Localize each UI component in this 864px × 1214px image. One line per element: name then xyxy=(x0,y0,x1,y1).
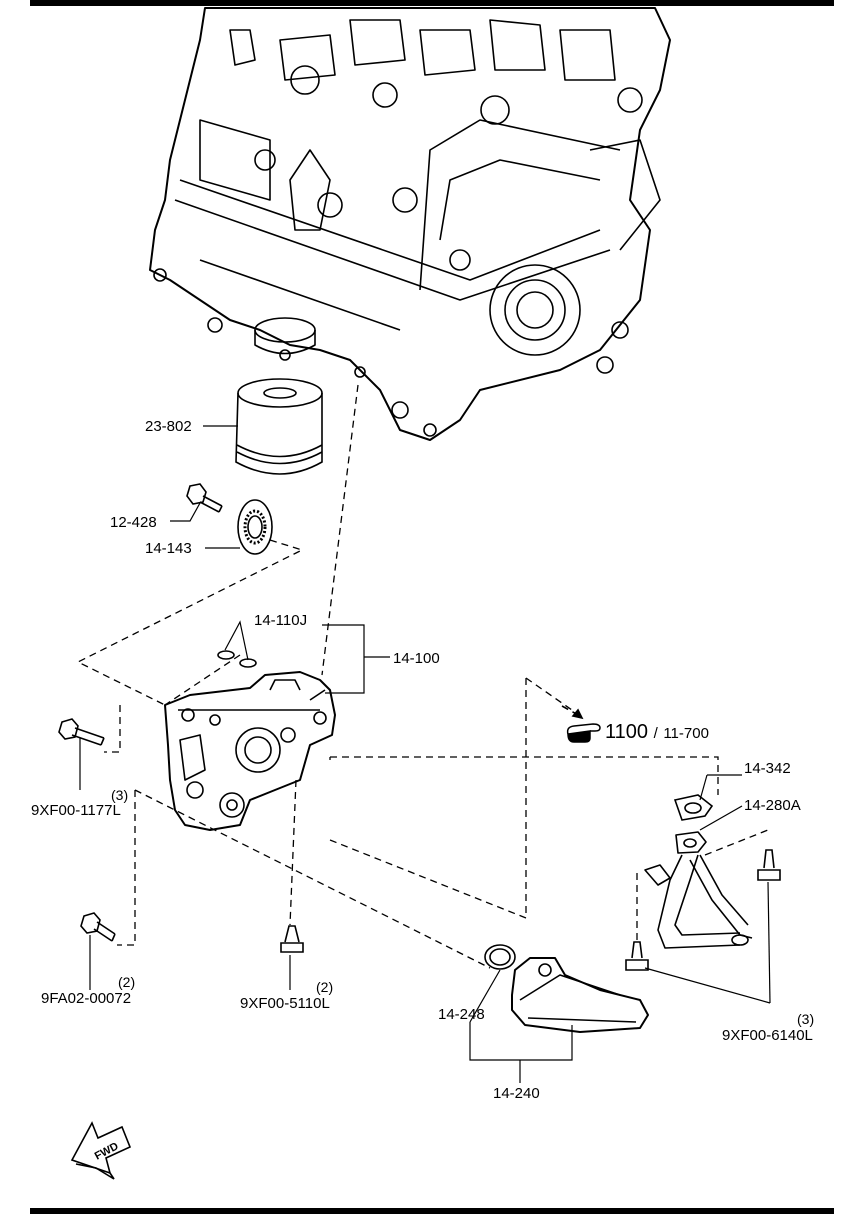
label-pipe-gasket: 14-342 xyxy=(744,760,791,777)
oil-filter xyxy=(235,378,323,475)
leader-lines xyxy=(79,425,771,1083)
top-border xyxy=(30,0,834,6)
lower-bolt xyxy=(80,912,116,942)
label-gasket: 14-110J xyxy=(254,612,308,629)
pointing-hand-icon xyxy=(566,723,601,743)
oil-pump xyxy=(164,671,336,831)
ref-arrow xyxy=(561,705,584,720)
o-ring xyxy=(484,944,516,970)
gaskets xyxy=(217,650,257,668)
sprocket xyxy=(237,499,273,555)
reference-separator: / xyxy=(653,725,658,742)
sprocket-bolt xyxy=(186,483,223,513)
label-o-ring: 14-248 xyxy=(438,1006,485,1023)
label-pump-bolt: 9XF00-1177L xyxy=(31,802,121,819)
section-reference[interactable]: 1100 / 11-700 xyxy=(605,722,709,742)
label-oil-pump: 14-100 xyxy=(393,650,440,667)
label-sprocket: 14-143 xyxy=(145,540,192,557)
pipe-bolt-upper xyxy=(757,849,781,881)
engine-block xyxy=(149,7,671,441)
strainer-bolt xyxy=(280,925,304,953)
oil-strainer xyxy=(511,957,649,1033)
qty-pipe-bolt: (3) xyxy=(797,1011,815,1027)
label-lower-bolt: 9FA02-00072 xyxy=(41,990,132,1007)
label-oil-filter: 23-802 xyxy=(145,418,192,435)
fwd-arrow-icon: FWD xyxy=(70,1121,132,1180)
reference-main[interactable]: 1100 xyxy=(605,721,649,743)
label-pipe-bolt: 9XF00-6140L xyxy=(722,1027,813,1044)
label-sprocket-bolt: 12-428 xyxy=(110,514,157,531)
oil-pipe xyxy=(644,831,753,949)
qty-lower-bolt: (2) xyxy=(118,974,136,990)
qty-strainer-bolt: (2) xyxy=(316,979,334,995)
assembly-lines xyxy=(76,384,769,969)
label-strainer-bolt: 9XF00-5110L xyxy=(240,995,330,1012)
label-oil-strainer: 14-240 xyxy=(493,1085,540,1102)
qty-pump-bolt: (3) xyxy=(111,787,129,803)
pump-bolt xyxy=(58,718,105,746)
bottom-border xyxy=(30,1208,834,1214)
label-oil-pipe: 14-280A xyxy=(744,797,801,814)
reference-sub[interactable]: 11-700 xyxy=(663,725,709,742)
pipe-bolt-lower xyxy=(625,941,649,971)
pipe-gasket xyxy=(673,794,714,821)
